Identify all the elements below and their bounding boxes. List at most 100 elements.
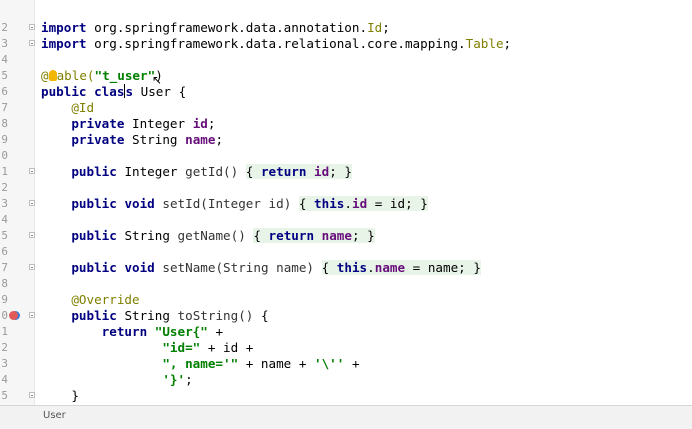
- line-number: 5: [1, 228, 8, 242]
- line-number: 2: [1, 20, 8, 34]
- line-number: 6: [1, 244, 8, 258]
- return-type: Integer: [124, 164, 178, 179]
- line-number: 0: [1, 148, 8, 162]
- code-line: 6 public String getName() { return name;…: [0, 228, 692, 258]
- table-name-string: "t_user": [94, 68, 156, 83]
- line-number: 3: [1, 356, 8, 370]
- public-keyword: public: [41, 84, 87, 99]
- line-number: 9: [1, 292, 8, 306]
- code-line: 1 public String toString() {: [0, 308, 692, 338]
- code-editor[interactable]: 2 3 import org.springframework.data.anno…: [0, 0, 692, 405]
- return-keyword: return: [101, 324, 148, 339]
- import-keyword: import: [41, 36, 87, 51]
- method-signature: toString(): [177, 308, 254, 323]
- semicolon: ;: [185, 372, 193, 387]
- void-keyword: void: [124, 260, 155, 275]
- void-keyword: void: [124, 196, 155, 211]
- method-signature: setId(Integer id): [162, 196, 292, 211]
- field-type: String: [132, 132, 178, 147]
- fold-marker-icon[interactable]: [29, 392, 35, 398]
- line-number: 8: [1, 276, 8, 290]
- string-literal: "id=": [162, 340, 201, 355]
- code-line: 8 public void setName(String name) { thi…: [0, 260, 692, 290]
- code-line: 3 "id=" + id +: [0, 340, 692, 370]
- field-name: id: [351, 196, 368, 211]
- return-type: String: [124, 308, 170, 323]
- code-line: 0 private String name;: [0, 132, 692, 162]
- import-keyword: import: [41, 20, 87, 35]
- field-name: name: [321, 228, 352, 243]
- fold-marker-icon[interactable]: [29, 168, 35, 174]
- import-class: Id: [367, 20, 383, 35]
- this-keyword: this: [314, 196, 345, 211]
- public-keyword: public: [71, 164, 117, 179]
- concat-expression: + name +: [245, 356, 307, 371]
- override-annotation: @Override: [71, 292, 140, 307]
- code-line: 0 @Override: [0, 292, 692, 322]
- assignment: = id;: [374, 196, 413, 211]
- class-keyword: clas: [94, 84, 125, 99]
- public-keyword: public: [71, 196, 117, 211]
- line-number: 5: [1, 68, 8, 82]
- fold-marker-icon[interactable]: [29, 312, 35, 318]
- public-keyword: public: [71, 228, 117, 243]
- open-brace: {: [178, 84, 187, 99]
- code-line: 5: [0, 212, 692, 242]
- code-line: 1: [0, 148, 692, 178]
- code-line: 8 @Id: [0, 100, 692, 130]
- class-name: User: [140, 84, 171, 99]
- code-line: 5 '}';: [0, 372, 692, 402]
- annotation-at: @: [41, 68, 49, 83]
- line-number: 5: [1, 388, 8, 402]
- method-signature: setName(String name): [162, 260, 315, 275]
- field-name: id: [192, 116, 208, 131]
- method-signature: getId(): [185, 164, 239, 179]
- code-line: 5: [0, 52, 692, 82]
- field-name: name: [185, 132, 216, 147]
- code-line: 7: [0, 244, 692, 274]
- code-line: 2 public Integer getId() { return id; }: [0, 164, 692, 194]
- line-number: 2: [1, 180, 8, 194]
- intention-bulb-icon[interactable]: [48, 70, 57, 81]
- code-line: 6 @able("t_user"): [0, 68, 692, 98]
- override-marker-icon[interactable]: [9, 311, 18, 320]
- return-type: String: [124, 228, 170, 243]
- method-signature: getName(): [177, 228, 246, 243]
- import-class: Table: [465, 36, 504, 51]
- line-number: 8: [1, 116, 8, 130]
- code-line: 3 import org.springframework.data.annota…: [0, 20, 692, 50]
- fold-marker-icon[interactable]: [29, 200, 35, 206]
- code-line: 9 private Integer id;: [0, 116, 692, 146]
- close-brace: }: [71, 388, 79, 403]
- code-line: 9: [0, 276, 692, 306]
- line-number: 3: [1, 36, 8, 50]
- fold-marker-icon[interactable]: [29, 264, 35, 270]
- import-path: org.springframework.data.relational.core…: [94, 36, 466, 51]
- code-line: 3: [0, 180, 692, 210]
- string-literal: ", name='": [162, 356, 239, 371]
- fold-marker-icon[interactable]: [29, 232, 35, 238]
- breadcrumb-item[interactable]: User: [43, 410, 66, 421]
- fold-marker-icon[interactable]: [29, 40, 35, 46]
- concat-operator: +: [351, 356, 360, 371]
- fold-marker-icon[interactable]: [29, 24, 35, 30]
- mouse-pointer-icon: ↖: [152, 73, 163, 87]
- line-number: 7: [1, 100, 8, 114]
- code-line: 6 }: [0, 388, 692, 405]
- field-name: id: [314, 164, 330, 179]
- line-number: 9: [1, 132, 8, 146]
- assignment: = name;: [412, 260, 466, 275]
- line-number: 0: [1, 308, 8, 322]
- code-line: 4 ", name='" + name + '\'' +: [0, 356, 692, 386]
- line-number: 1: [1, 324, 8, 338]
- code-line: 2: [0, 4, 692, 34]
- line-number: 2: [1, 340, 8, 354]
- open-brace: {: [260, 308, 269, 323]
- breadcrumb-bar: User: [0, 405, 692, 429]
- annotation-name: able(: [56, 68, 95, 83]
- string-literal: "User{": [154, 324, 208, 339]
- field-type: Integer: [132, 116, 186, 131]
- line-number: 4: [1, 52, 8, 66]
- line-number: 4: [1, 372, 8, 386]
- line-number: 6: [1, 84, 8, 98]
